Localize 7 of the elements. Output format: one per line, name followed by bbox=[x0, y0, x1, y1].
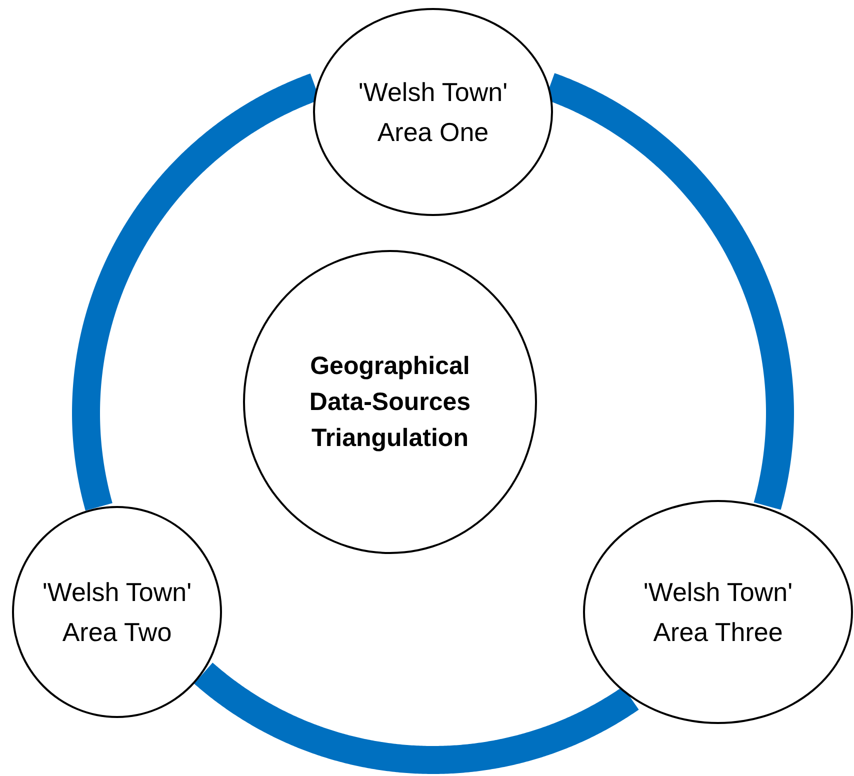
node-text: Area One bbox=[377, 116, 489, 148]
title-text: Geographical Data-Sources Triangulation bbox=[308, 350, 472, 454]
node-text: 'Welsh Town' bbox=[42, 576, 192, 608]
node-text: Area Two bbox=[62, 616, 172, 648]
node-text: 'Welsh Town' bbox=[643, 576, 793, 608]
node-text: 'Welsh Town' bbox=[358, 76, 508, 108]
node-text: Area Three bbox=[653, 616, 783, 648]
